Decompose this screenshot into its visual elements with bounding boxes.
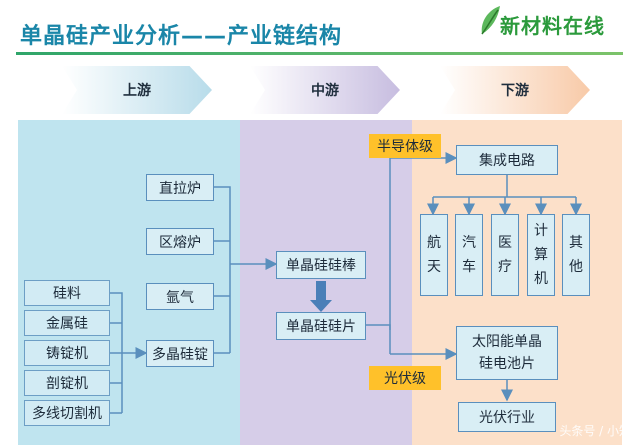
silicon-material-box: 硅料 <box>24 280 110 306</box>
czochralski-furnace-box: 直拉炉 <box>146 174 214 201</box>
application-char: 医 <box>498 235 512 251</box>
multi-wire-saw-box: 多线切割机 <box>24 400 110 426</box>
application-char: 其 <box>569 235 583 251</box>
watermark: 头条号 / 小知 <box>559 424 631 438</box>
metallic-silicon-box: 金属硅 <box>24 310 110 336</box>
ingot-casting-machine-box: 铸锭机 <box>24 340 110 366</box>
application-aerospace-box: 航 天 <box>420 214 448 296</box>
application-char: 疗 <box>498 259 512 275</box>
leaf-icon <box>481 6 500 35</box>
argon-box: 氩气 <box>146 283 214 310</box>
page-title: 单晶硅产业分析——产业链结构 <box>20 24 343 49</box>
title-underline <box>16 52 623 55</box>
solar-cell-line: 硅电池片 <box>479 356 535 372</box>
application-char: 汽 <box>462 235 476 251</box>
application-char: 他 <box>569 259 583 275</box>
application-medical-box: 医 疗 <box>491 214 519 296</box>
mono-silicon-wafer-box: 单晶硅硅片 <box>276 312 366 340</box>
float-zone-furnace-box: 区熔炉 <box>146 228 214 255</box>
pv-grade-tag: 光伏级 <box>369 366 441 390</box>
application-char: 算 <box>534 247 548 263</box>
logo-text: 新材料在线 <box>500 14 605 38</box>
stage-downstream: 下游 <box>440 66 590 114</box>
stage-midstream: 中游 <box>250 66 400 114</box>
integrated-circuit-box: 集成电路 <box>456 145 558 175</box>
polysilicon-ingot-box: 多晶硅锭 <box>146 340 214 367</box>
stage-upstream: 上游 <box>62 66 212 114</box>
application-automotive-box: 汽 车 <box>455 214 483 296</box>
ingot-cutting-machine-box: 剖锭机 <box>24 370 110 396</box>
application-char: 航 <box>427 235 441 251</box>
pv-industry-box: 光伏行业 <box>458 402 556 432</box>
solar-cell-line: 太阳能单晶 <box>472 334 542 350</box>
application-char: 机 <box>534 271 548 287</box>
application-char: 计 <box>534 223 548 239</box>
semiconductor-grade-tag: 半导体级 <box>369 134 441 158</box>
application-char: 车 <box>462 259 476 275</box>
application-char: 天 <box>427 259 441 275</box>
solar-cell-box: 太阳能单晶 硅电池片 <box>456 326 558 380</box>
application-other-box: 其 他 <box>562 214 590 296</box>
application-computer-box: 计 算 机 <box>527 214 555 296</box>
mono-silicon-rod-box: 单晶硅硅棒 <box>276 251 366 279</box>
brand-logo: 新材料在线 <box>478 4 628 44</box>
